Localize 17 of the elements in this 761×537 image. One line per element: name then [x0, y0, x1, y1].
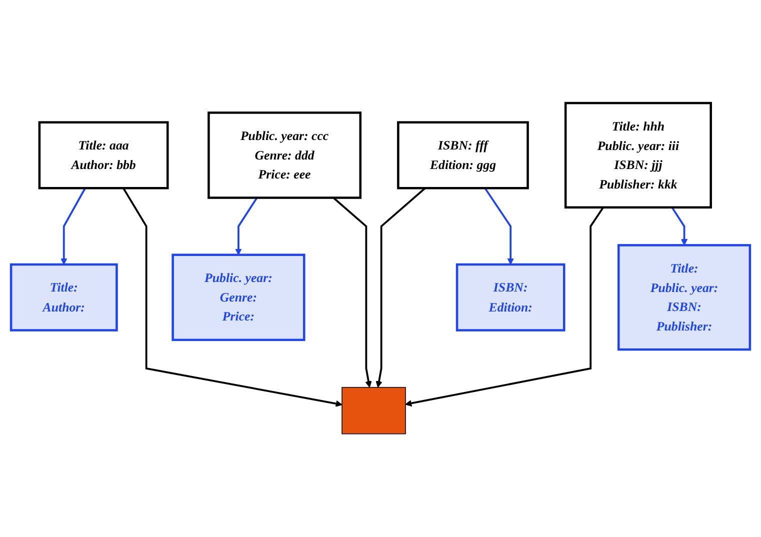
- arrow: [60, 188, 86, 265]
- node-box: Title: aaa Author: bbb: [38, 121, 169, 190]
- node-box: [342, 387, 406, 434]
- node-box: ISBN: Edition:: [456, 263, 566, 332]
- arrow: [405, 206, 604, 407]
- arrow: [332, 197, 372, 388]
- node-box: Public. year: ccc Genre: ddd Price: eee: [208, 112, 362, 199]
- node-box: ISBN: fff Edition: ggg: [397, 121, 529, 190]
- arrow: [235, 197, 258, 256]
- node-box: Title: hhh Public. year: iii ISBN: jjj Publisher: kkk: [564, 102, 712, 209]
- arrow: [122, 188, 342, 407]
- node-box: Title: Public. year: ISBN: Publisher:: [617, 244, 752, 351]
- node-box: Public. year: Genre: Price:: [172, 254, 306, 342]
- arrow: [484, 188, 514, 265]
- node-box: Title: Author:: [10, 263, 118, 332]
- arrow: [376, 187, 426, 388]
- arrow: [671, 206, 688, 246]
